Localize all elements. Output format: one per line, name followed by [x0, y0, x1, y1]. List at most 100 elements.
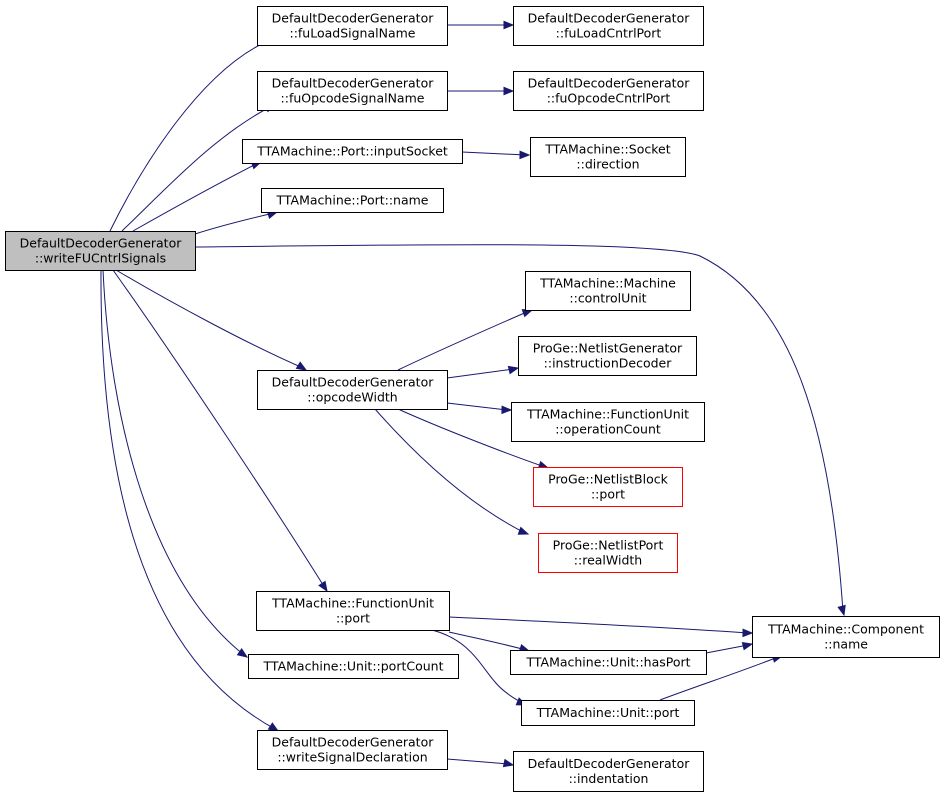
arrowhead	[742, 628, 754, 638]
node-fuLoadCntrlPort[interactable]: DefaultDecoderGenerator::fuLoadCntrlPort	[513, 6, 704, 46]
arrowhead	[837, 604, 846, 617]
node-label-line: TTAMachine::FunctionUnit	[271, 596, 434, 611]
node-instructionDecoder[interactable]: ProGe::NetlistGenerator::instructionDeco…	[518, 336, 697, 376]
node-label-line: ::port	[591, 487, 625, 502]
node-box	[513, 6, 704, 46]
edge-opcodeWidth-to-realWidth	[374, 408, 530, 535]
edge-line	[397, 408, 546, 468]
node-box	[256, 591, 450, 631]
node-label-line: ::opcodeWidth	[307, 390, 397, 405]
node-controlUnit[interactable]: TTAMachine::Machine::controlUnit	[525, 271, 691, 311]
node-label-line: ::realWidth	[574, 553, 642, 568]
node-box	[533, 467, 683, 507]
edge-line	[659, 656, 779, 701]
node-label-line: DefaultDecoderGenerator	[272, 375, 435, 390]
node-label-line: TTAMachine::Port::name	[275, 193, 428, 208]
node-box	[538, 533, 678, 573]
edge-root-to-fuPort	[112, 269, 328, 593]
node-box	[530, 137, 686, 177]
node-box	[248, 654, 459, 679]
edge-line	[102, 269, 245, 656]
arrowhead	[503, 20, 515, 30]
edge-inputSocket-to-socketDirection	[461, 150, 531, 160]
node-box	[510, 650, 707, 675]
node-box	[518, 336, 697, 376]
node-label-line: TTAMachine::Socket	[544, 142, 670, 157]
node-componentName[interactable]: TTAMachine::Component::name	[752, 616, 940, 658]
node-box	[525, 271, 691, 311]
node-label-line: ::instructionDecoder	[544, 356, 673, 371]
node-label-line: ProGe::NetlistBlock	[548, 472, 669, 487]
edge-root-to-opcodeWidth	[115, 269, 308, 371]
edge-writeSignalDeclaration-to-indentation	[446, 758, 515, 768]
edge-hasPort-to-componentName	[705, 641, 754, 654]
arrowhead	[267, 722, 280, 732]
edge-opcodeWidth-to-instructionDecoder	[446, 365, 520, 379]
node-opcodeWidth[interactable]: DefaultDecoderGenerator::opcodeWidth	[257, 370, 448, 410]
node-label-line: TTAMachine::Unit::portCount	[263, 659, 444, 674]
arrowhead	[502, 758, 515, 768]
edge-line	[705, 644, 749, 654]
arrowhead	[507, 365, 520, 375]
arrowhead	[295, 361, 308, 371]
node-box	[257, 71, 448, 111]
node-operationCount[interactable]: TTAMachine::FunctionUnit::operationCount	[511, 402, 705, 442]
edge-root-to-portName	[194, 210, 279, 235]
node-label-line: ::fuLoadSignalName	[289, 26, 415, 41]
node-hasPort[interactable]: TTAMachine::Unit::hasPort	[510, 650, 707, 675]
node-writeSignalDeclaration[interactable]: DefaultDecoderGenerator::writeSignalDecl…	[257, 730, 448, 770]
node-indentation[interactable]: DefaultDecoderGenerator::indentation	[513, 751, 704, 792]
edge-line	[194, 244, 844, 613]
arrowhead	[517, 526, 530, 535]
edge-line	[115, 269, 304, 369]
node-label-line: DefaultDecoderGenerator	[528, 756, 691, 771]
node-portName[interactable]: TTAMachine::Port::name	[261, 188, 444, 213]
node-fuPort[interactable]: TTAMachine::FunctionUnit::port	[256, 591, 450, 631]
node-label-line: DefaultDecoderGenerator	[272, 11, 435, 26]
edge-fuPort-to-hasPort	[448, 631, 531, 653]
node-box	[5, 231, 196, 271]
node-realWidth[interactable]: ProGe::NetlistPort::realWidth	[538, 533, 678, 573]
edges-layer	[100, 20, 846, 768]
edge-opcodeWidth-to-operationCount	[446, 402, 513, 415]
node-box	[242, 139, 463, 164]
node-label-line: ::controlUnit	[569, 291, 646, 306]
edge-line	[397, 310, 530, 371]
node-fuOpcodeCntrlPort[interactable]: DefaultDecoderGenerator::fuOpcodeCntrlPo…	[513, 71, 704, 111]
node-label-line: ::port	[336, 611, 370, 626]
node-portCount[interactable]: TTAMachine::Unit::portCount	[248, 654, 459, 679]
node-fuOpcodeSignalName[interactable]: DefaultDecoderGenerator::fuOpcodeSignalN…	[257, 71, 448, 111]
node-inputSocket[interactable]: TTAMachine::Port::inputSocket	[242, 139, 463, 164]
edge-line	[461, 151, 527, 156]
node-box	[257, 370, 448, 410]
node-label-line: DefaultDecoderGenerator	[528, 11, 691, 26]
node-label-line: ::name	[824, 637, 868, 652]
node-root[interactable]: DefaultDecoderGenerator::writeFUCntrlSig…	[5, 231, 196, 271]
edge-line	[431, 629, 524, 705]
node-socketDirection[interactable]: TTAMachine::Socket::direction	[530, 137, 686, 177]
node-unitPort[interactable]: TTAMachine::Unit::port	[521, 700, 695, 726]
edge-opcodeWidth-to-controlUnit	[397, 309, 534, 371]
arrowhead	[501, 405, 513, 415]
node-box	[513, 751, 704, 792]
node-label-line: ::fuLoadCntrlPort	[556, 26, 662, 41]
node-label-line: DefaultDecoderGenerator	[20, 236, 183, 251]
node-label-line: DefaultDecoderGenerator	[272, 735, 435, 750]
edge-line	[121, 105, 273, 232]
node-label-line: TTAMachine::Machine	[539, 276, 676, 291]
edge-fuOpcodeSignalName-to-fuOpcodeCntrlPort	[447, 86, 515, 96]
edge-line	[194, 212, 275, 235]
node-netlistBlockPort[interactable]: ProGe::NetlistBlock::port	[533, 467, 683, 507]
node-label-line: TTAMachine::Unit::port	[536, 705, 680, 720]
node-label-line: ::fuOpcodeCntrlPort	[547, 91, 671, 106]
arrowhead	[519, 150, 531, 160]
node-fuLoadSignalName[interactable]: DefaultDecoderGenerator::fuLoadSignalNam…	[257, 6, 448, 46]
node-label-line: DefaultDecoderGenerator	[528, 76, 691, 91]
node-label-line: ::direction	[576, 157, 639, 172]
node-label-line: ProGe::NetlistPort	[553, 538, 664, 553]
edge-line	[448, 616, 749, 634]
node-box	[257, 6, 448, 46]
node-label-line: ::writeSignalDeclaration	[277, 750, 427, 765]
edge-line	[446, 402, 508, 411]
